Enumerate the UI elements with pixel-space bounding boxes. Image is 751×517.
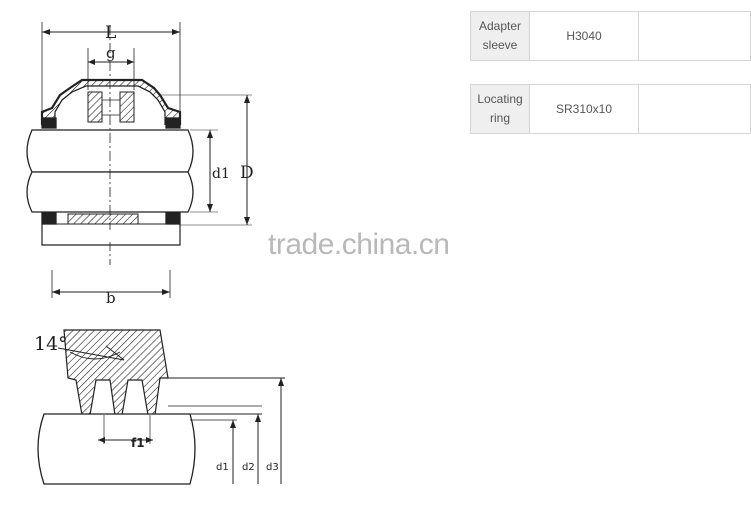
label-b: b [106,289,116,307]
housing-section-view [26,22,252,298]
label-d1: d1 [212,166,230,182]
label-d1-seal: d1 [216,462,229,473]
seal-detail-view [37,329,285,485]
table-row: Locating ring SR310x10 [470,84,751,134]
spec-extra [638,11,751,61]
table-row: Adapter sleeve H3040 [470,11,751,61]
spec-extra [638,84,751,134]
label-f1: f1 [131,436,145,450]
spec-value: SR310x10 [529,84,639,134]
label-d2-seal: d2 [242,462,255,473]
label-angle: 14° [34,333,68,355]
spec-label-line1: Adapter [478,19,522,33]
watermark: trade.china.cn [268,228,450,261]
label-g: g [106,44,116,62]
spec-label: Adapter sleeve [470,11,530,61]
label-d3-seal: d3 [266,462,279,473]
spec-label-line1: Locating [477,92,523,106]
label-D: D [240,163,254,183]
spec-label: Locating ring [470,84,530,134]
adapter-sleeve-table: Adapter sleeve H3040 [470,11,751,61]
spec-value: H3040 [529,11,639,61]
spec-label-line2: ring [489,111,510,125]
locating-ring-table: Locating ring SR310x10 [470,84,751,134]
label-L: L [105,23,116,43]
spec-label-line2: sleeve [482,38,518,52]
